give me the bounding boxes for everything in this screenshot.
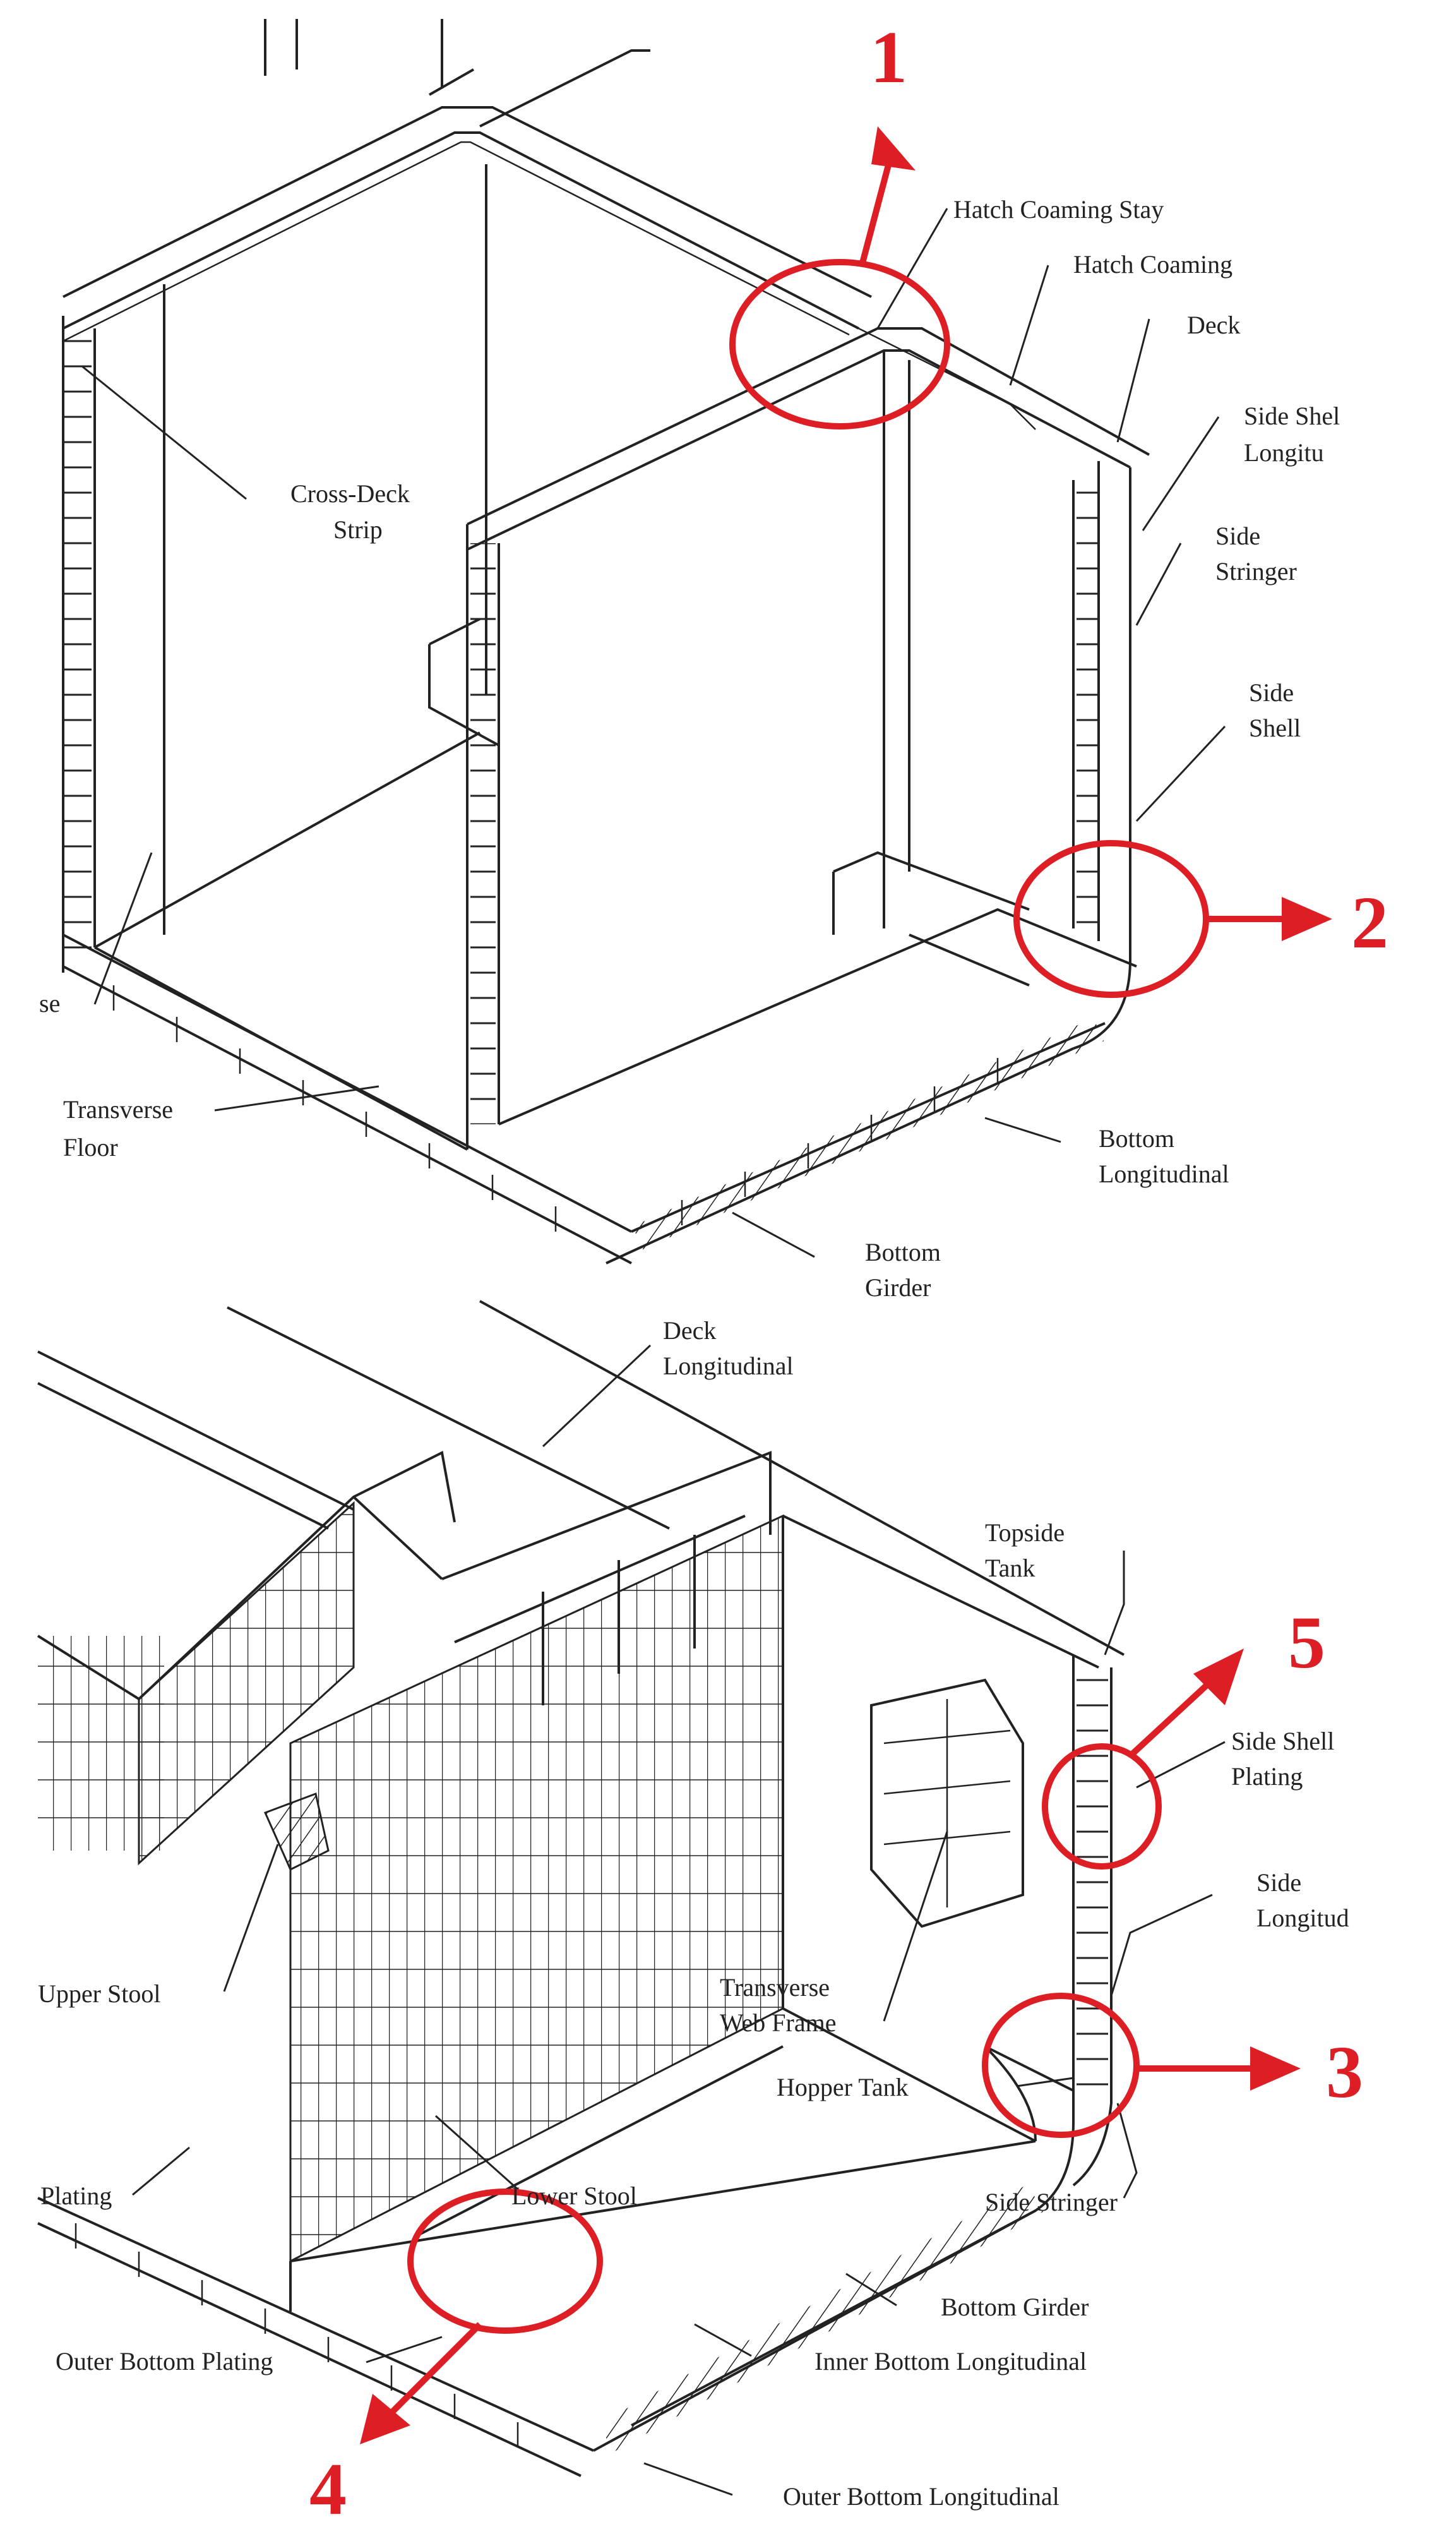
marker-3: 3 [1326, 2031, 1363, 2113]
top-leaders [81, 208, 1226, 1258]
label-plating-partial: Plating [40, 2182, 112, 2210]
label-transverse-partial: se [39, 989, 60, 1018]
label-lower-stool: Lower Stool [511, 2182, 637, 2210]
top-hold-drawing [62, 19, 1150, 1264]
label-cross-deck-1: Cross-Deck [290, 479, 410, 508]
label-bottom-girder-2: Girder [865, 1273, 931, 1302]
label-side-stringer-1: Side [1215, 522, 1260, 550]
bottom-hold-drawing [37, 1300, 1125, 2477]
label-side-shell-plating-2: Plating [1231, 1762, 1303, 1791]
label-side-longitudinal-1: Side [1256, 1868, 1301, 1897]
label-side-longitudinal-2: Longitud [1256, 1904, 1349, 1932]
label-deck-longitudinal-2: Longitudinal [663, 1352, 794, 1380]
label-outer-bottom-longitudinal: Outer Bottom Longitudinal [783, 2482, 1059, 2511]
label-side-stringer-2: Stringer [1215, 557, 1297, 585]
label-side-shell-long-2: Longitu [1244, 438, 1324, 467]
label-upper-stool: Upper Stool [38, 1979, 160, 2008]
label-transverse-floor-2: Floor [63, 1133, 118, 1162]
label-transverse-floor-1: Transverse [63, 1095, 173, 1124]
label-deck-longitudinal-1: Deck [663, 1316, 716, 1345]
label-transverse-web-frame-1: Transverse [720, 1973, 830, 2002]
marker-1-group [729, 126, 950, 429]
label-side-shell-plating-1: Side Shell [1231, 1727, 1334, 1755]
marker-2-group [1013, 840, 1332, 998]
label-outer-bottom-plating: Outer Bottom Plating [56, 2347, 273, 2375]
bottom-leaders [132, 1344, 1226, 2496]
label-side-shell-1: Side [1249, 678, 1294, 707]
label-inner-bottom-longitudinal: Inner Bottom Longitudinal [815, 2347, 1087, 2375]
marker-4: 4 [309, 2447, 347, 2530]
marker-2: 2 [1351, 881, 1388, 964]
marker-4-group [360, 2189, 603, 2444]
label-topside-tank-2: Tank [985, 1554, 1035, 1582]
label-bottom-girder: Bottom Girder [941, 2293, 1089, 2321]
label-deck: Deck [1187, 311, 1240, 339]
marker-3-group [982, 1993, 1301, 2138]
label-bottom-longitudinal-1: Bottom [1099, 1124, 1174, 1153]
label-bottom-girder-1: Bottom [865, 1238, 941, 1266]
marker-5-group [1042, 1648, 1244, 1870]
label-topside-tank-1: Topside [985, 1518, 1065, 1547]
label-side-shell-2: Shell [1249, 714, 1301, 742]
label-bottom-longitudinal-2: Longitudinal [1099, 1160, 1229, 1188]
label-side-shell-long-1: Side Shel [1244, 402, 1340, 430]
label-hopper-tank: Hopper Tank [777, 2073, 909, 2101]
label-hatch-coaming-stay: Hatch Coaming Stay [953, 195, 1164, 224]
label-hatch-coaming: Hatch Coaming [1073, 250, 1232, 279]
label-side-stringer: Side Stringer [985, 2188, 1118, 2216]
label-cross-deck-2: Strip [333, 515, 383, 544]
label-transverse-web-frame-2: Web Frame [720, 2009, 837, 2037]
marker-5: 5 [1288, 1601, 1325, 1684]
marker-1: 1 [870, 16, 907, 99]
